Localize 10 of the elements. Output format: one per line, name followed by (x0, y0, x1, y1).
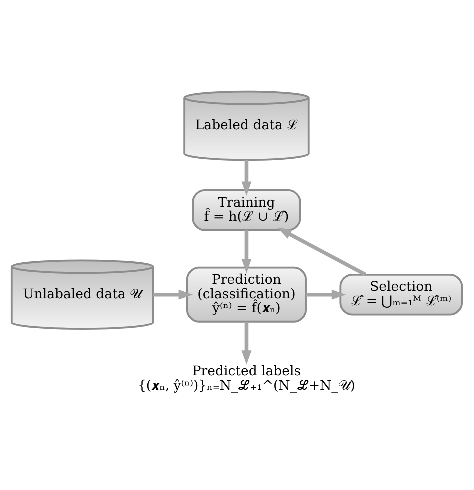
node-box: Training f̂ = h(ℒ ∪ ℒ̂) (192, 189, 302, 231)
arrow (242, 230, 252, 273)
node-box: Selection ℒ̂ = ⋃ₘ₌₁ᴹ ℒ̂⁽ᵐ⁾ (340, 273, 464, 316)
node-text: Predicted labels {(𝒙ₙ, ŷ⁽ⁿ⁾)}ₙ₌N_ℒ₊₁^(N_ℒ+N_𝒰) (138, 364, 356, 394)
arrow (242, 321, 252, 364)
node-box: Prediction (classification) ŷ⁽ⁿ⁾ = f̂(𝒙ₙ) (186, 266, 307, 322)
arrow (242, 160, 252, 196)
arrow (153, 289, 194, 300)
arrow (306, 289, 346, 300)
arrow (278, 227, 367, 276)
